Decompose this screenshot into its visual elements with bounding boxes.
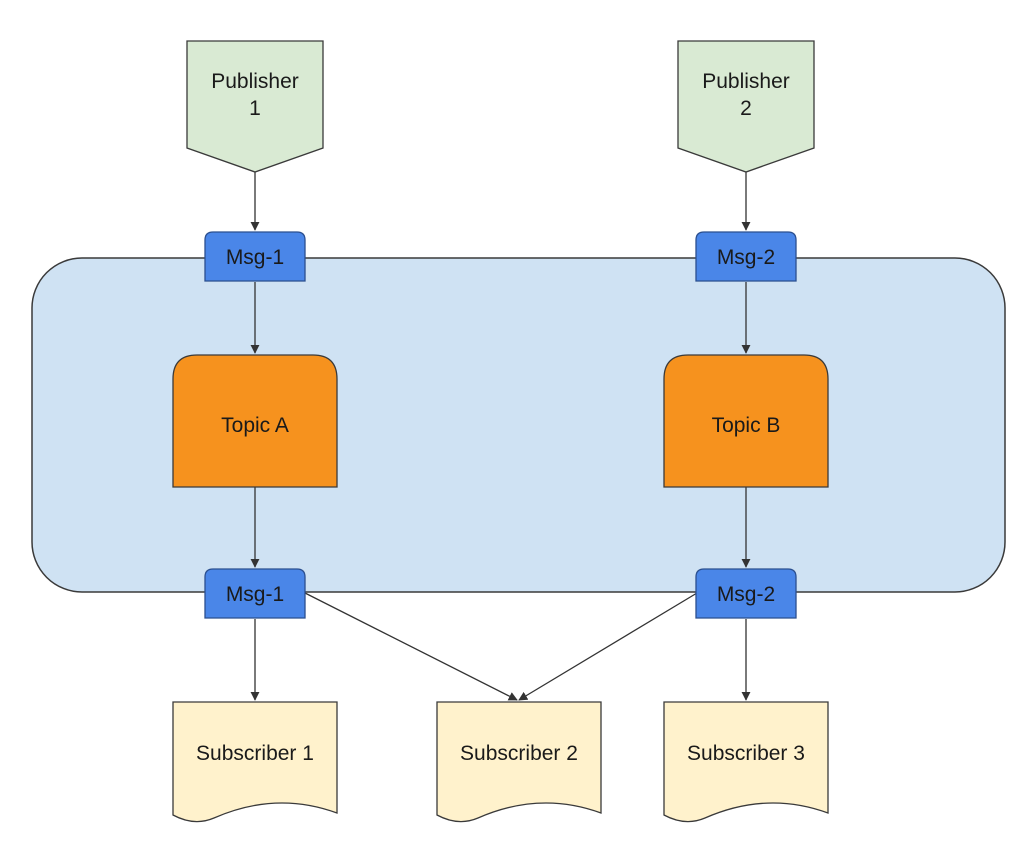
subscriber-1-label: Subscriber 1 — [196, 742, 314, 765]
message-in-1-shape — [204, 231, 306, 282]
subscriber-3-shape — [663, 701, 829, 823]
message-in-2-shape — [695, 231, 797, 282]
message-in-1-label: Msg-1 — [226, 246, 284, 269]
message-out-2-shape — [695, 568, 797, 619]
subscriber-2-shape — [436, 701, 602, 823]
arrow-msg1-to-subscriber2 — [304, 592, 518, 701]
publisher-2-label-line1: Publisher — [702, 70, 790, 93]
publisher-2-label-line2: 2 — [740, 97, 752, 120]
subscriber-3-label: Subscriber 3 — [687, 742, 805, 765]
topic-a-shape — [172, 354, 338, 488]
message-in-1: Msg-1 — [204, 231, 306, 282]
publisher-1-label-line2: 1 — [249, 97, 261, 120]
message-out-2: Msg-2 — [695, 568, 797, 619]
message-out-1-shape — [204, 568, 306, 619]
message-in-2: Msg-2 — [695, 231, 797, 282]
subscriber-2: Subscriber 2 — [436, 701, 602, 823]
arrow-msg2-to-subscriber2 — [518, 592, 698, 701]
subscriber-2-label: Subscriber 2 — [460, 742, 578, 765]
publisher-2: Publisher 2 — [677, 40, 815, 173]
subscriber-3: Subscriber 3 — [663, 701, 829, 823]
message-out-1-label: Msg-1 — [226, 583, 284, 606]
subscriber-1-shape — [172, 701, 338, 823]
publisher-1-shape — [186, 40, 324, 173]
publisher-1: Publisher 1 — [186, 40, 324, 173]
topic-a: Topic A — [172, 354, 338, 488]
subscriber-1: Subscriber 1 — [172, 701, 338, 823]
topic-b: Topic B — [663, 354, 829, 488]
message-out-2-label: Msg-2 — [717, 583, 775, 606]
topic-b-shape — [663, 354, 829, 488]
publisher-2-shape — [677, 40, 815, 173]
topic-a-label: Topic A — [221, 414, 289, 437]
broker-container — [31, 257, 1006, 593]
message-out-1: Msg-1 — [204, 568, 306, 619]
publisher-1-label-line1: Publisher — [211, 70, 299, 93]
connectors — [250, 172, 751, 701]
topic-b-label: Topic B — [712, 414, 781, 437]
message-in-2-label: Msg-2 — [717, 246, 775, 269]
